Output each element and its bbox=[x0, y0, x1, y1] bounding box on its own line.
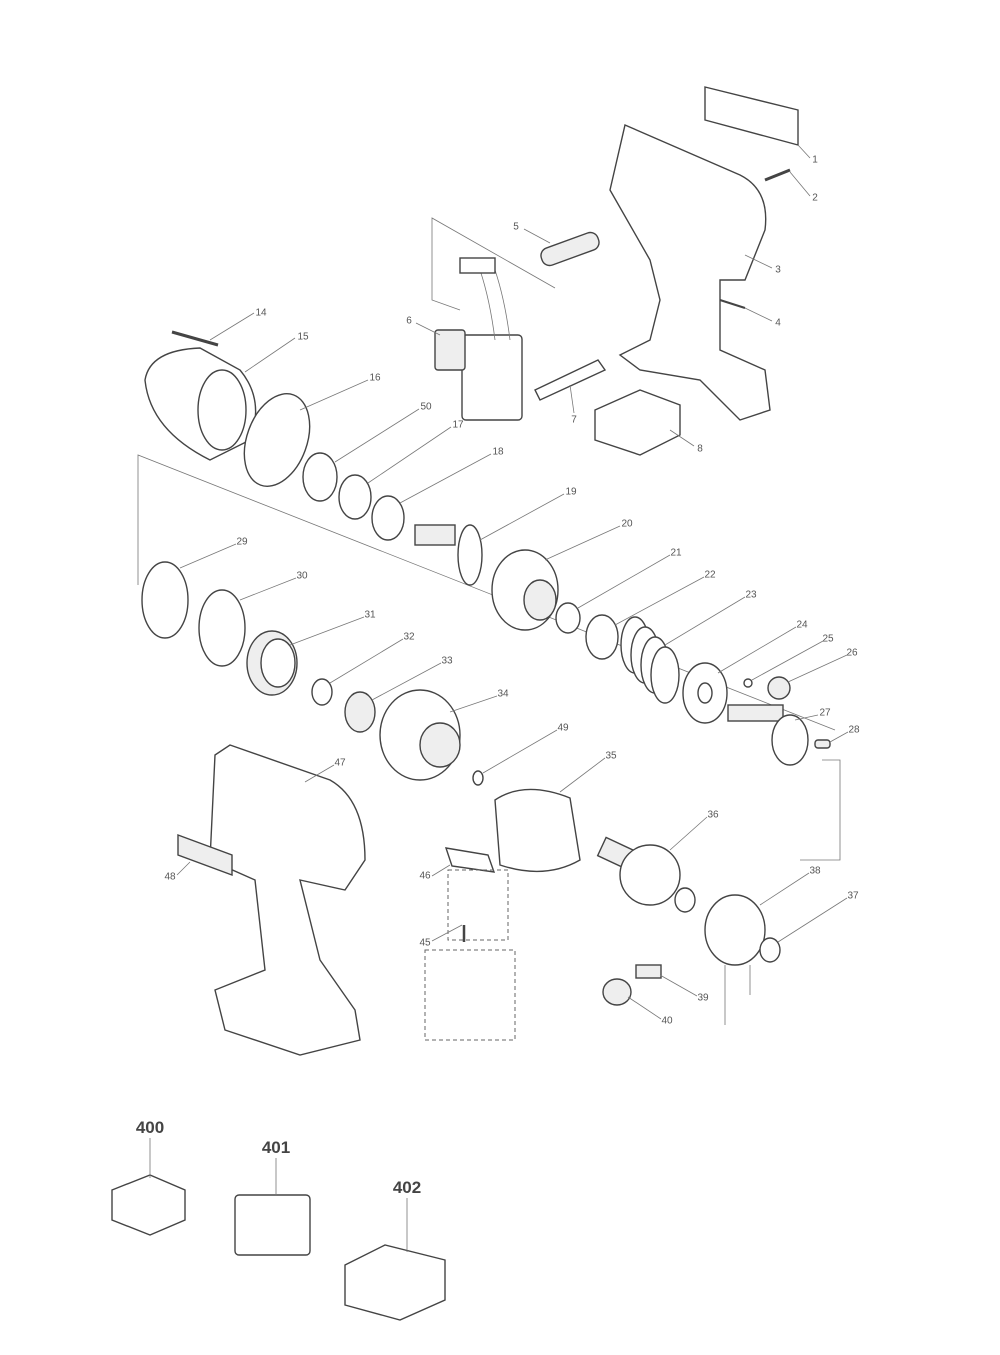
part-47-housing-half bbox=[209, 744, 366, 1056]
part-49-o-ring bbox=[472, 770, 484, 786]
part-400-battery bbox=[111, 1174, 186, 1236]
part-18-washer bbox=[371, 495, 405, 541]
part-46-plate bbox=[444, 847, 496, 873]
callout-1: 1 bbox=[812, 154, 818, 166]
callout-18: 18 bbox=[492, 446, 504, 458]
switch-phantom bbox=[447, 869, 509, 941]
callout-27: 27 bbox=[819, 707, 831, 719]
part-15-opening bbox=[197, 369, 247, 451]
part-40-brush-cap bbox=[602, 978, 632, 1006]
part-3-housing-half bbox=[609, 124, 771, 421]
part-4-pin bbox=[719, 299, 746, 309]
callout-34: 34 bbox=[497, 688, 509, 700]
callout-40: 40 bbox=[661, 1015, 673, 1027]
callout-20: 20 bbox=[621, 518, 633, 530]
callout-2: 2 bbox=[812, 192, 818, 204]
callout-4: 4 bbox=[775, 317, 781, 329]
part-50-washer bbox=[302, 452, 338, 502]
part-33-bearing bbox=[344, 691, 376, 733]
callout-50: 50 bbox=[420, 401, 432, 413]
callout-39: 39 bbox=[697, 992, 709, 1004]
callout-38: 38 bbox=[809, 865, 821, 877]
callout-33: 33 bbox=[441, 655, 453, 667]
part-25-ball bbox=[743, 678, 753, 688]
callout-8: 8 bbox=[697, 443, 703, 455]
part-35-field-magnet bbox=[494, 788, 581, 873]
part-29-ring bbox=[141, 561, 189, 639]
leader-lines bbox=[149, 144, 849, 1252]
part-401-case bbox=[234, 1194, 311, 1256]
switch-group-bracket bbox=[431, 217, 556, 311]
part-39-carbon-brush bbox=[635, 964, 662, 979]
part-28-pin bbox=[814, 739, 831, 749]
part-26-gear bbox=[767, 676, 791, 700]
gear-group-bracket bbox=[137, 454, 836, 731]
callout-19: 19 bbox=[565, 486, 577, 498]
part-36-armature bbox=[619, 844, 681, 906]
callout-36: 36 bbox=[707, 809, 719, 821]
part-27-spindle bbox=[727, 704, 784, 722]
callout-30: 30 bbox=[296, 570, 308, 582]
callout-6: 6 bbox=[406, 315, 412, 327]
callout-3: 3 bbox=[775, 264, 781, 276]
part-37-washer bbox=[759, 937, 781, 963]
part-27-spindle-plate bbox=[771, 714, 809, 766]
callout-5: 5 bbox=[513, 221, 519, 233]
callout-16: 16 bbox=[369, 372, 381, 384]
part-14-screw bbox=[171, 330, 219, 347]
callout-14: 14 bbox=[255, 307, 267, 319]
part-6-trigger bbox=[434, 329, 466, 371]
callout-17: 17 bbox=[452, 419, 464, 431]
callout-21: 21 bbox=[670, 547, 682, 559]
motor-group-bracket bbox=[800, 759, 841, 861]
callout-48: 48 bbox=[164, 871, 176, 883]
part-48-label bbox=[177, 833, 233, 877]
callout-22: 22 bbox=[704, 569, 716, 581]
part-16-gasket bbox=[243, 393, 311, 487]
part-19-anvil-head bbox=[457, 524, 483, 586]
callout-35: 35 bbox=[605, 750, 617, 762]
callout-47: 47 bbox=[334, 757, 346, 769]
callout-37: 37 bbox=[847, 890, 859, 902]
part-17-washer bbox=[338, 474, 372, 520]
callout-401: 401 bbox=[261, 1138, 291, 1157]
part-5-lever bbox=[540, 231, 600, 267]
part-7-slide bbox=[534, 359, 607, 401]
callout-23: 23 bbox=[745, 589, 757, 601]
part-21-steel-ball bbox=[555, 602, 581, 634]
part-1-nameplate bbox=[704, 86, 799, 146]
part-6-connector bbox=[459, 257, 496, 274]
callout-402: 402 bbox=[392, 1178, 422, 1197]
callout-15: 15 bbox=[297, 331, 309, 343]
callout-26: 26 bbox=[846, 647, 858, 659]
part-38-brush-holder bbox=[704, 894, 766, 966]
callout-32: 32 bbox=[403, 631, 415, 643]
part-2-screw bbox=[764, 168, 791, 182]
callout-25: 25 bbox=[822, 633, 834, 645]
part-6-switch bbox=[461, 334, 523, 421]
callout-29: 29 bbox=[236, 536, 248, 548]
callout-45: 45 bbox=[419, 937, 431, 949]
part-22-washer bbox=[585, 614, 619, 660]
callout-46: 46 bbox=[419, 870, 431, 882]
part-402-charger bbox=[344, 1244, 446, 1321]
part-23-spring bbox=[620, 616, 680, 704]
part-32-washer bbox=[311, 678, 333, 706]
switch-phantom-lower bbox=[424, 949, 516, 1041]
callout-49: 49 bbox=[557, 722, 569, 734]
callout-28: 28 bbox=[848, 724, 860, 736]
part-8-terminal-block bbox=[594, 389, 681, 456]
callout-31: 31 bbox=[364, 609, 376, 621]
callout-400: 400 bbox=[135, 1118, 165, 1137]
callout-24: 24 bbox=[796, 619, 808, 631]
part-30-ring bbox=[198, 589, 246, 667]
callout-7: 7 bbox=[571, 414, 577, 426]
part-19-anvil bbox=[414, 524, 456, 546]
